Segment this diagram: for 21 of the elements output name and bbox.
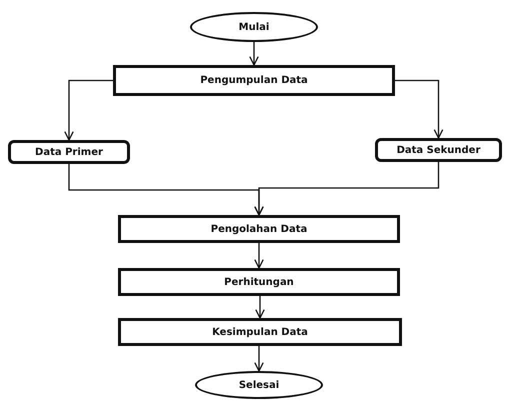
process-box [118,268,400,296]
arrow [249,42,259,66]
data-box [8,140,130,164]
node-label: Pengumpulan Data [200,74,308,88]
data-box [375,138,502,162]
arrow [254,346,264,372]
node-label: Mulai [238,20,270,34]
node-label: Data Sekunder [396,144,480,158]
arrow [255,296,265,319]
process-box [118,318,402,346]
node-label: Data Primer [35,146,103,160]
arrow [254,243,264,269]
node-label: Selesai [238,378,280,392]
arrow [254,162,440,216]
process-box [113,65,395,96]
arrow [395,80,444,139]
arrow [64,80,113,141]
node-label: Perhitungan [224,276,294,290]
process-box [118,215,400,243]
node-label: Kesimpulan Data [212,326,308,340]
node-label: Pengolahan Data [210,222,308,236]
